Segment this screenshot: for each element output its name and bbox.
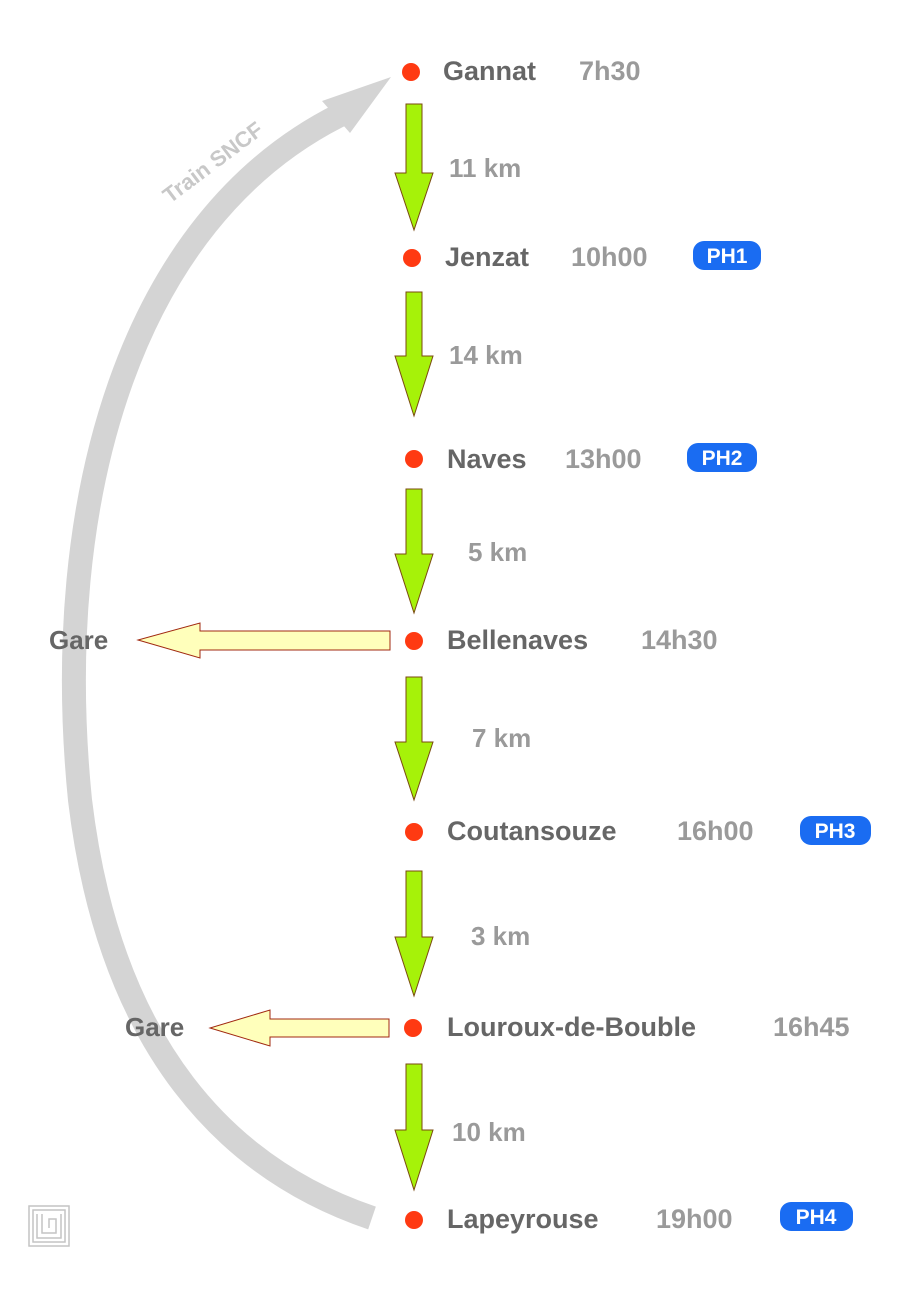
segment-arrow-3: 5 km (394, 488, 527, 615)
stop-time: 19h00 (656, 1204, 733, 1234)
stop-name: Bellenaves (447, 625, 588, 655)
stop-louroux-de-bouble: Louroux-de-Bouble 16h45 (404, 1012, 850, 1042)
stop-dot (405, 823, 423, 841)
stop-time: 16h45 (773, 1012, 850, 1042)
pause-badge-label: PH2 (702, 447, 743, 470)
pause-badge: PH3 (800, 816, 871, 845)
pause-badge-label: PH1 (707, 245, 748, 268)
segment-distance-6: 10 km (452, 1117, 526, 1147)
maze-logo-icon (28, 1205, 70, 1247)
pause-badge-label: PH3 (815, 820, 856, 843)
stop-gannat: Gannat 7h30 (402, 56, 641, 86)
stop-lapeyrouse: Lapeyrouse 19h00 PH4 (405, 1202, 853, 1234)
stop-dot (405, 632, 423, 650)
stop-name: Lapeyrouse (447, 1204, 599, 1234)
segment-arrow-1: 11 km (394, 103, 521, 232)
segment-distance-4: 7 km (472, 723, 531, 753)
segment-distance-3: 5 km (468, 537, 527, 567)
pause-badge: PH1 (693, 241, 761, 270)
segment-arrow-6: 10 km (394, 1063, 526, 1192)
pause-badge: PH4 (780, 1202, 853, 1231)
stop-time: 13h00 (565, 444, 642, 474)
stop-naves: Naves 13h00 PH2 (405, 443, 757, 474)
stop-name: Jenzat (445, 242, 529, 272)
station-arrow-louroux: Gare (125, 1009, 390, 1047)
segment-arrow-2: 14 km (394, 291, 523, 418)
stop-time: 7h30 (579, 56, 641, 86)
segment-distance-2: 14 km (449, 340, 523, 370)
stop-time: 14h30 (641, 625, 718, 655)
segment-arrow-4: 7 km (394, 676, 531, 802)
station-label-bellenaves: Gare (49, 625, 108, 655)
pause-badge: PH2 (687, 443, 757, 472)
stop-dot (402, 63, 420, 81)
segment-distance-1: 11 km (449, 153, 521, 183)
segment-arrow-5: 3 km (394, 870, 530, 998)
pause-badge-label: PH4 (796, 1206, 837, 1229)
stop-name: Naves (447, 444, 527, 474)
station-arrow-bellenaves: Gare (49, 622, 391, 659)
stop-dot (403, 249, 421, 267)
stop-bellenaves: Bellenaves 14h30 (405, 625, 718, 655)
stop-name: Coutansouze (447, 816, 617, 846)
stop-dot (405, 1211, 423, 1229)
segment-distance-5: 3 km (471, 921, 530, 951)
stop-dot (405, 450, 423, 468)
stop-dot (404, 1019, 422, 1037)
station-label-louroux: Gare (125, 1012, 184, 1042)
stop-time: 16h00 (677, 816, 754, 846)
stop-jenzat: Jenzat 10h00 PH1 (403, 241, 761, 272)
stop-name: Gannat (443, 56, 536, 86)
stop-coutansouze: Coutansouze 16h00 PH3 (405, 816, 871, 846)
stop-name: Louroux-de-Bouble (447, 1012, 696, 1042)
stop-time: 10h00 (571, 242, 648, 272)
